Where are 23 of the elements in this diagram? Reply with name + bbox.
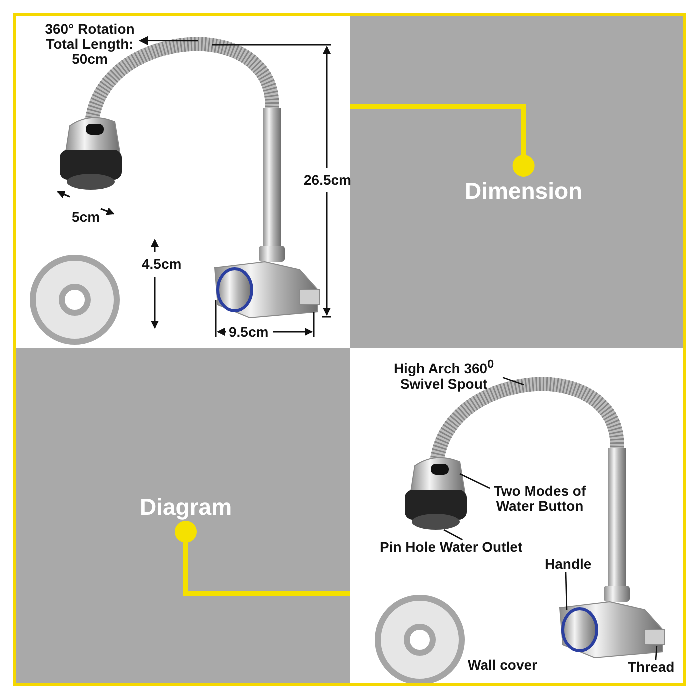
callout-label: Thread bbox=[628, 660, 675, 675]
callout-label: 360° Rotation Total Length: 50cm bbox=[40, 22, 140, 67]
leader-line bbox=[502, 377, 524, 386]
leader-line bbox=[444, 529, 463, 541]
part-label: Wall cover bbox=[468, 658, 538, 673]
callout-label: Handle bbox=[545, 557, 592, 572]
dimension-label: 5cm bbox=[72, 210, 100, 225]
dimension-label: 26.5cm bbox=[304, 173, 352, 188]
connector-line bbox=[175, 521, 350, 596]
callout-label: High Arch 360$^{0}$ Swivel Spout bbox=[385, 357, 503, 392]
photo-panel bbox=[350, 348, 685, 685]
leader-line bbox=[565, 572, 568, 610]
photo-panel bbox=[15, 15, 350, 348]
section-heading: Dimension bbox=[465, 166, 583, 204]
leader-arrow bbox=[139, 36, 198, 46]
callout-label: Pin Hole Water Outlet bbox=[380, 540, 523, 555]
dimension-label: 9.5cm bbox=[229, 325, 269, 340]
connector-line bbox=[350, 104, 535, 177]
leader-line bbox=[460, 473, 490, 490]
dimension-label: 4.5cm bbox=[142, 257, 182, 272]
callout-label: Two Modes of Water Button bbox=[490, 484, 590, 514]
leader-line bbox=[655, 646, 658, 660]
section-heading: Diagram bbox=[140, 494, 232, 532]
